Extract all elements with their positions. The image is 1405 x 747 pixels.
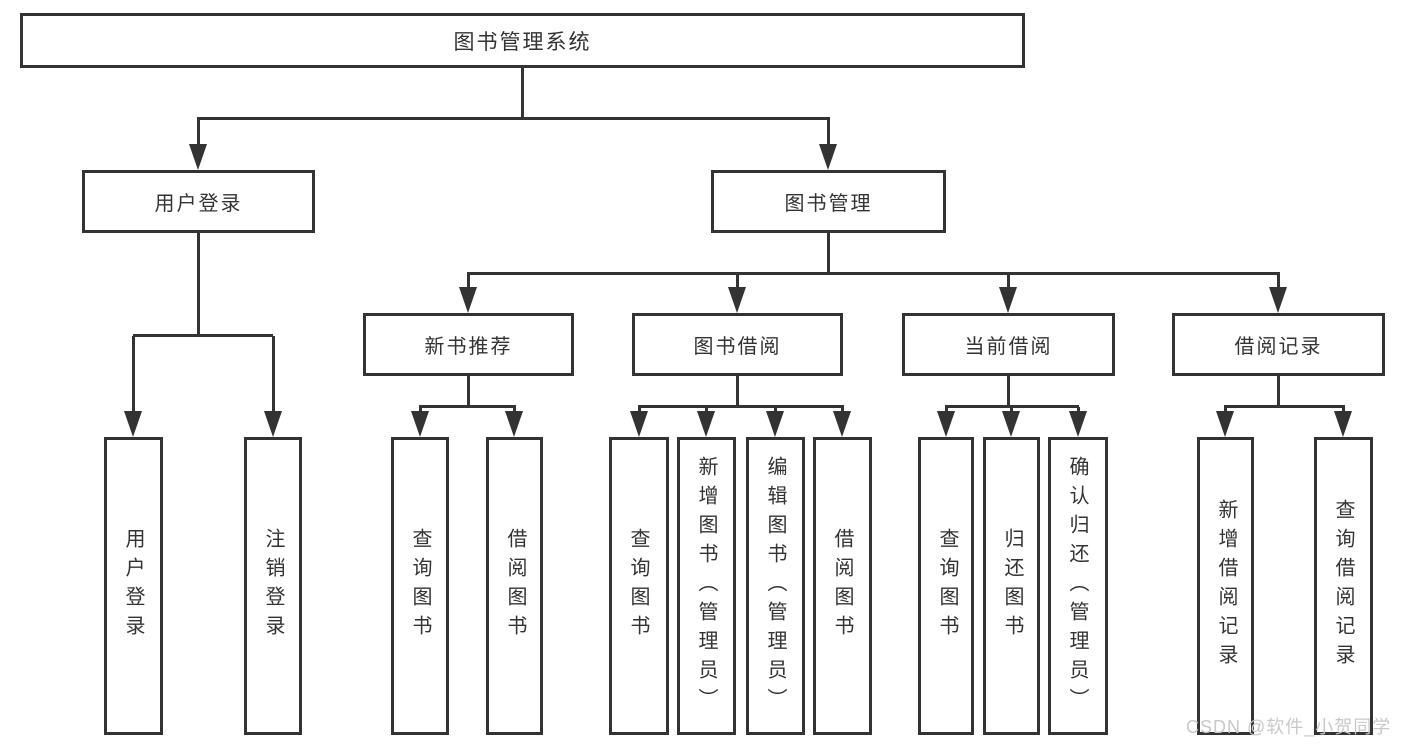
arrow-down-icon <box>937 411 955 437</box>
node-book-management: 图书管理 <box>711 170 946 233</box>
connector-line <box>521 68 524 118</box>
connector-line <box>1277 376 1280 407</box>
node-new-book-recommend: 新书推荐 <box>363 313 574 376</box>
arrow-down-icon <box>1069 411 1087 437</box>
arrow-down-icon <box>819 144 837 170</box>
connector-line <box>1007 376 1010 407</box>
leaf-query-borrow-record: 查询借阅记录 <box>1314 437 1373 735</box>
connector-line <box>467 274 470 289</box>
connector-line <box>827 118 830 148</box>
arrow-down-icon <box>505 411 523 437</box>
arrow-down-icon <box>1002 411 1020 437</box>
leaf-borrow-books-recommend: 借阅图书 <box>486 437 543 735</box>
connector-line <box>638 405 844 408</box>
arrow-down-icon <box>1269 287 1287 313</box>
node-borrowing-records: 借阅记录 <box>1172 313 1385 376</box>
connector-line <box>467 376 470 407</box>
connector-line <box>467 272 1280 275</box>
leaf-borrow-books-borrowing: 借阅图书 <box>813 437 872 735</box>
connector-line <box>827 233 830 274</box>
arrow-down-icon <box>697 411 715 437</box>
arrow-down-icon <box>459 287 477 313</box>
arrow-down-icon <box>124 411 142 437</box>
arrow-down-icon <box>1334 411 1352 437</box>
connector-line <box>197 118 200 148</box>
connector-line <box>132 336 135 413</box>
connector-line <box>1224 405 1345 408</box>
arrow-down-icon <box>833 411 851 437</box>
arrow-down-icon <box>411 411 429 437</box>
arrow-down-icon <box>630 411 648 437</box>
leaf-confirm-return-admin: 确认归还（管理员） <box>1048 437 1108 735</box>
arrow-down-icon <box>999 287 1017 313</box>
connector-line <box>1007 274 1010 289</box>
connector-line <box>945 405 1079 408</box>
csdn-watermark: CSDN @软件_小贺同学 <box>1186 717 1392 737</box>
connector-line <box>736 274 739 289</box>
arrow-down-icon <box>1216 411 1234 437</box>
arrow-down-icon <box>264 411 282 437</box>
connector-line <box>197 117 830 120</box>
connector-line <box>419 405 516 408</box>
connector-line <box>736 376 739 407</box>
leaf-query-books-current: 查询图书 <box>918 437 974 735</box>
connector-line <box>133 334 273 337</box>
node-book-borrowing: 图书借阅 <box>632 313 843 376</box>
node-library-system: 图书管理系统 <box>20 13 1025 68</box>
leaf-user-login: 用户登录 <box>104 437 163 735</box>
leaf-edit-book-admin: 编辑图书（管理员） <box>746 437 805 735</box>
leaf-query-books-recommend: 查询图书 <box>391 437 449 735</box>
node-user-login: 用户登录 <box>82 170 315 233</box>
leaf-return-books: 归还图书 <box>983 437 1040 735</box>
node-current-borrowing: 当前借阅 <box>902 313 1115 376</box>
connector-line <box>1277 274 1280 289</box>
leaf-query-books-borrowing: 查询图书 <box>609 437 669 735</box>
connector-line <box>272 336 275 413</box>
leaf-add-borrow-record: 新增借阅记录 <box>1197 437 1254 735</box>
leaf-add-book-admin: 新增图书（管理员） <box>677 437 736 735</box>
leaf-logout: 注销登录 <box>244 437 302 735</box>
arrow-down-icon <box>189 144 207 170</box>
connector-line <box>197 233 200 336</box>
arrow-down-icon <box>766 411 784 437</box>
arrow-down-icon <box>728 287 746 313</box>
